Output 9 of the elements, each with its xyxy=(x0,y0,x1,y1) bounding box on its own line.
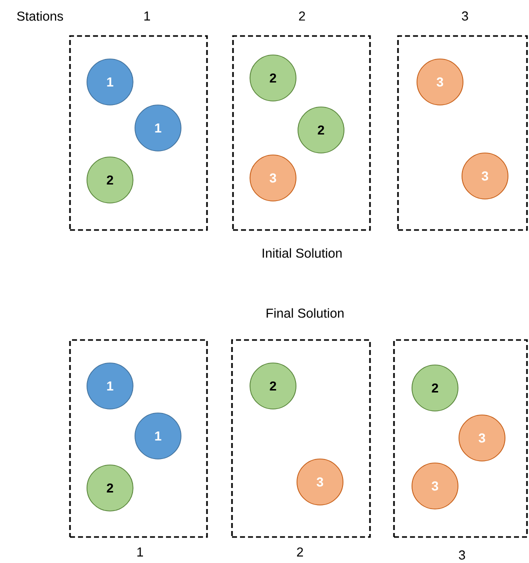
node-label: 2 xyxy=(299,11,305,21)
node-label: 3 xyxy=(458,550,466,560)
label: Final Solution xyxy=(266,308,344,318)
label: Stations xyxy=(17,11,64,21)
node-label: 2 xyxy=(297,547,303,557)
node-label: 1 xyxy=(144,12,150,20)
node-label: 1 xyxy=(137,548,143,556)
label: Initial Solution xyxy=(262,248,342,258)
node-label: 3 xyxy=(462,11,468,21)
